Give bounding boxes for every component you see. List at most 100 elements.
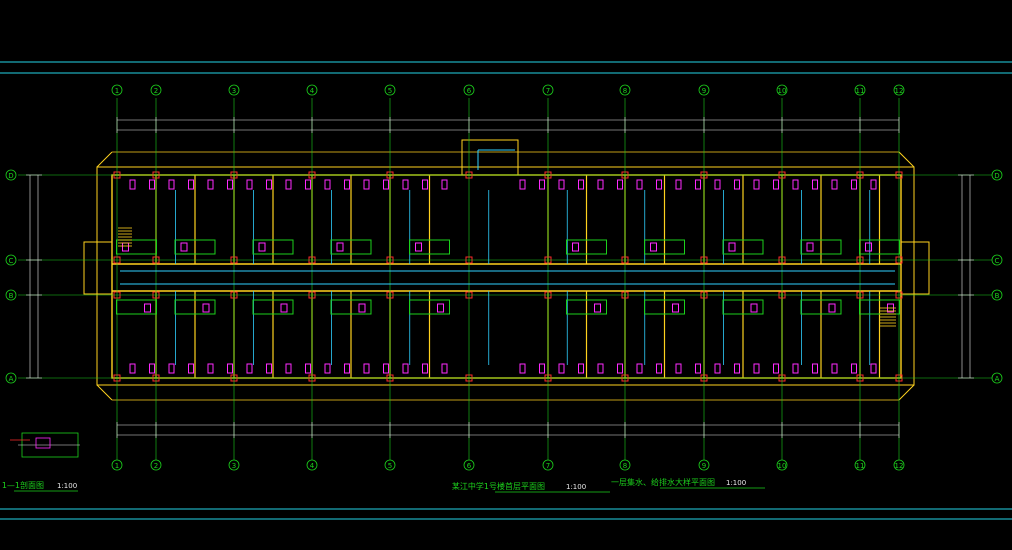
axis-label-top: 5 (388, 87, 392, 95)
axis-label-left: C (9, 257, 14, 265)
toilet-fixture (792, 179, 799, 190)
toilet-fixture (578, 179, 584, 190)
axis-label-bottom: 4 (310, 462, 315, 470)
toilet-fixture (695, 363, 701, 374)
axis-label-left: D (8, 172, 13, 180)
washbasin-group (722, 239, 764, 255)
section-detail (10, 432, 80, 458)
section-scale: 1:100 (57, 482, 77, 490)
axis-label-top: 10 (778, 87, 787, 95)
west-porch (83, 241, 113, 295)
axis-label-bottom: 11 (856, 462, 865, 470)
entrance-canopy (461, 139, 519, 176)
axis-bubble-bottom (619, 459, 631, 471)
main-scale: 1:100 (566, 483, 586, 491)
fixture-marker (437, 303, 444, 313)
washbasin-group (174, 239, 216, 255)
toilet-fixture (656, 363, 662, 374)
axis-bubble-top (111, 84, 123, 96)
toilet-fixture (324, 179, 331, 190)
toilet-fixture (363, 363, 370, 374)
fixture-marker (594, 303, 601, 313)
toilet-fixture (168, 179, 175, 190)
washbasin-group (859, 239, 900, 255)
toilet-fixture (812, 363, 818, 374)
toilet-fixture (285, 363, 292, 374)
corner-line (96, 384, 113, 401)
toilet-fixture (519, 179, 526, 190)
fixture-marker (280, 303, 288, 313)
fixture-marker (415, 242, 422, 252)
washbasin-group (252, 239, 294, 255)
toilet-fixture (149, 179, 155, 190)
section-title: 1—1剖面图 (2, 480, 44, 490)
inner-wall-outline (111, 174, 902, 379)
toilet-fixture (675, 363, 682, 374)
toilet-fixture (773, 179, 779, 190)
toilet-fixture (812, 179, 818, 190)
toilet-fixture (636, 363, 643, 374)
toilet-fixture (246, 179, 253, 190)
toilet-fixture (558, 179, 565, 190)
axis-bubble-bottom (384, 459, 396, 471)
toilet-fixture (870, 363, 877, 374)
washbasin-group (800, 239, 842, 255)
axis-label-left: B (9, 292, 14, 300)
axis-label-bottom: 12 (895, 462, 904, 470)
toilet-fixture (714, 179, 721, 190)
washbasin-group (116, 299, 157, 315)
axis-bubble-bottom (854, 459, 866, 471)
drawing-frame (0, 61, 1012, 520)
axis-label-bottom: 8 (623, 462, 627, 470)
toilet-fixture (129, 179, 136, 190)
toilet-fixture (285, 179, 292, 190)
axis-label-bottom: 2 (154, 462, 158, 470)
axis-bubble-top (698, 84, 710, 96)
toilet-fixture (617, 179, 623, 190)
axis-bubble-right (991, 169, 1003, 181)
fixture-marker (828, 303, 836, 313)
axis-label-top: 8 (623, 87, 627, 95)
structural-columns (113, 171, 903, 382)
toilet-fixture (851, 363, 857, 374)
axis-bubble-top (542, 84, 554, 96)
axis-bubble-left (5, 372, 17, 384)
toilet-fixture (636, 179, 643, 190)
axis-label-top: 2 (154, 87, 158, 95)
axis-bubble-right (991, 372, 1003, 384)
toilet-fixture (324, 363, 331, 374)
toilet-fixture (519, 363, 526, 374)
axis-label-top: 6 (467, 87, 472, 95)
toilet-fixture (441, 363, 448, 374)
axis-label-bottom: 7 (546, 462, 550, 470)
axis-bubble-top (306, 84, 318, 96)
toilet-fixture (441, 179, 448, 190)
toilet-fixture (831, 179, 838, 190)
toilet-fixture (402, 363, 409, 374)
toilet-fixture (344, 179, 350, 190)
toilet-fixture (851, 179, 857, 190)
axis-bubble-top (854, 84, 866, 96)
toilet-fixture (695, 179, 701, 190)
fixture-marker (336, 242, 344, 252)
axis-label-top: 12 (895, 87, 904, 95)
side-scale: 1:100 (726, 479, 746, 487)
toilet-fixture (734, 363, 740, 374)
toilet-fixture (870, 179, 877, 190)
axis-bubble-bottom (463, 459, 475, 471)
axis-label-top: 7 (546, 87, 550, 95)
toilet-fixture (734, 179, 740, 190)
axis-bubble-bottom (228, 459, 240, 471)
fixture-marker (650, 242, 657, 252)
axis-bubble-top (150, 84, 162, 96)
washbasin-group (174, 299, 216, 315)
staircases (118, 227, 896, 327)
toilet-fixture (831, 363, 838, 374)
fixture-marker (122, 242, 129, 252)
toilet-fixture (675, 179, 682, 190)
axis-label-bottom: 1 (115, 462, 119, 470)
axis-bubble-bottom (698, 459, 710, 471)
